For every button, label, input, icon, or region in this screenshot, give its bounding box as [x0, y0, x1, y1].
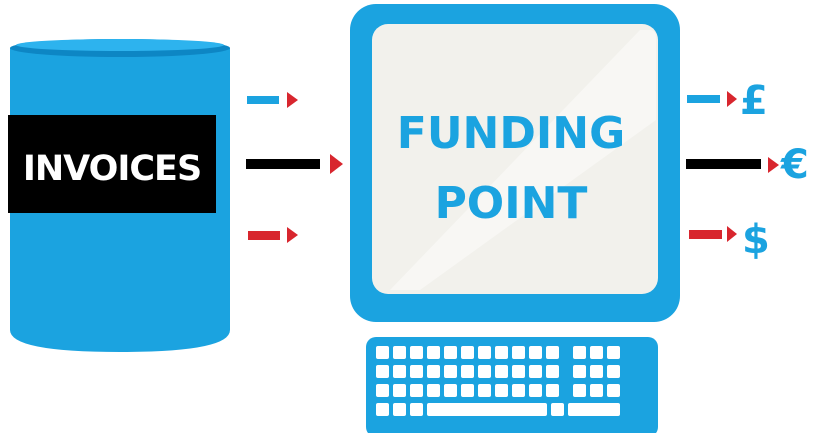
keyboard-key — [512, 384, 525, 397]
barrel-top-highlight — [16, 39, 224, 51]
currency-eur: € — [780, 142, 809, 188]
keyboard-key — [529, 384, 542, 397]
keyboard-key — [512, 365, 525, 378]
keyboard-key — [529, 346, 542, 359]
keyboard-key — [590, 346, 603, 359]
keyboard-key — [478, 365, 491, 378]
keyboard-key — [444, 346, 457, 359]
keyboard-key — [478, 384, 491, 397]
currency-gbp: £ — [740, 78, 768, 124]
keyboard-keys — [376, 346, 620, 416]
keyboard-key — [607, 384, 620, 397]
keyboard-key — [607, 346, 620, 359]
output-arrow-red — [689, 226, 737, 242]
input-arrow-red — [248, 227, 298, 243]
output-arrow-black — [686, 157, 779, 173]
keyboard-key — [512, 346, 525, 359]
keyboard-key — [573, 384, 586, 397]
keyboard — [366, 337, 658, 433]
keyboard-key — [444, 384, 457, 397]
keyboard-key — [427, 384, 440, 397]
keyboard-key — [376, 403, 389, 416]
keyboard-key — [573, 346, 586, 359]
keyboard-key — [393, 384, 406, 397]
keyboard-key — [495, 365, 508, 378]
keyboard-key — [376, 346, 389, 359]
keyboard-key — [551, 403, 564, 416]
keyboard-key — [427, 346, 440, 359]
monitor-screen — [372, 24, 658, 294]
keyboard-key — [546, 384, 559, 397]
output-arrow-blue — [687, 91, 737, 107]
monitor-title-line1: FUNDING — [397, 108, 625, 159]
keyboard-key — [410, 365, 423, 378]
currency-usd: $ — [742, 217, 770, 263]
keyboard-key — [546, 365, 559, 378]
keyboard-key — [546, 346, 559, 359]
keyboard-key — [410, 384, 423, 397]
input-arrow-black — [246, 154, 343, 174]
keyboard-key — [427, 403, 547, 416]
keyboard-key — [393, 365, 406, 378]
keyboard-key — [461, 365, 474, 378]
screen-glare — [390, 30, 656, 290]
keyboard-key — [590, 365, 603, 378]
keyboard-key — [410, 346, 423, 359]
keyboard-key — [461, 384, 474, 397]
keyboard-key — [590, 384, 603, 397]
invoices-label-box — [8, 115, 216, 213]
keyboard-key — [607, 365, 620, 378]
keyboard-key — [461, 346, 474, 359]
keyboard-key — [573, 403, 620, 416]
keyboard-key — [410, 403, 423, 416]
monitor: FUNDING POINT — [350, 4, 680, 322]
invoices-label: INVOICES — [23, 149, 201, 189]
invoices-barrel: INVOICES — [8, 39, 230, 352]
keyboard-key — [393, 346, 406, 359]
keyboard-key — [495, 384, 508, 397]
keyboard-key — [495, 346, 508, 359]
keyboard-key — [529, 365, 542, 378]
keyboard-key — [444, 365, 457, 378]
input-arrow-blue — [247, 92, 298, 108]
keyboard-key — [376, 365, 389, 378]
keyboard-key — [393, 403, 406, 416]
keyboard-key — [376, 384, 389, 397]
keyboard-key — [478, 346, 491, 359]
monitor-title-line2: POINT — [435, 178, 588, 229]
keyboard-key — [573, 365, 586, 378]
keyboard-key — [427, 365, 440, 378]
